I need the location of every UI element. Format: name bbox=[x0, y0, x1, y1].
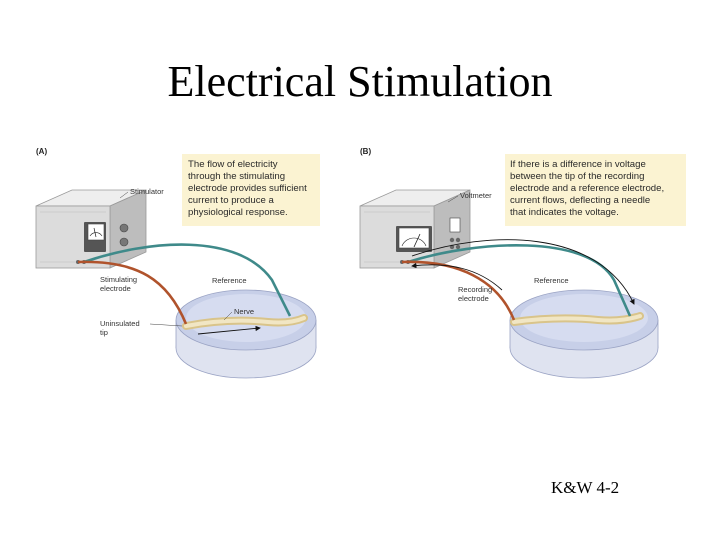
panel-a-caption-line: electrode provides sufficient bbox=[188, 183, 307, 194]
panel-b-caption-line: that indicates the voltage. bbox=[510, 207, 619, 218]
label-stimulator: Stimulator bbox=[130, 187, 164, 196]
current-arrow-b-lower bbox=[411, 262, 503, 291]
recording-wire-b bbox=[401, 260, 516, 321]
label-stimulating-electrode: Stimulating electrode bbox=[100, 275, 139, 293]
panel-b-caption: If there is a difference in voltage betw… bbox=[510, 159, 667, 218]
panel-a-caption-line: through the stimulating bbox=[188, 171, 285, 182]
panel-a-caption-line: The flow of electricity bbox=[188, 159, 278, 170]
label-recording-electrode: Recording electrode bbox=[458, 285, 494, 303]
label-line: Recording bbox=[458, 285, 492, 294]
reference-wire-b bbox=[407, 244, 632, 317]
label-line: tip bbox=[100, 328, 108, 337]
panel-a-caption: The flow of electricity through the stim… bbox=[188, 159, 309, 218]
slide-title: Electrical Stimulation bbox=[167, 57, 553, 106]
panel-b-caption-box bbox=[505, 154, 686, 226]
panel-a-caption-line: current to produce a bbox=[188, 195, 275, 206]
label-line: electrode bbox=[458, 294, 489, 303]
petri-dish-a bbox=[175, 289, 317, 379]
current-arrow-b-upper bbox=[411, 239, 635, 305]
figure: (A) The flow of electricity through the … bbox=[28, 140, 688, 390]
slide-credit: K&W 4-2 bbox=[551, 478, 620, 497]
label-voltmeter: Voltmeter bbox=[460, 191, 492, 200]
label-uninsulated-tip: Uninsulated tip bbox=[100, 319, 142, 337]
stimulator-device bbox=[35, 189, 147, 269]
label-line: Stimulating bbox=[100, 275, 137, 284]
current-arrow-a bbox=[197, 325, 261, 335]
label-line: Uninsulated bbox=[100, 319, 140, 328]
panel-b-caption-line: If there is a difference in voltage bbox=[510, 159, 646, 170]
panel-b-caption-line: current flows, deflecting a needle bbox=[510, 195, 650, 206]
label-line: electrode bbox=[100, 284, 131, 293]
panel-a-caption-line: physiological response. bbox=[188, 207, 288, 218]
label-nerve: Nerve bbox=[234, 307, 254, 316]
panel-a-caption-box bbox=[182, 154, 320, 226]
panel-a: (A) The flow of electricity through the … bbox=[35, 147, 320, 379]
petri-dish-b bbox=[509, 289, 659, 379]
panel-b-letter: (B) bbox=[360, 147, 371, 156]
reference-wire-a bbox=[83, 243, 292, 317]
panel-b-caption-line: electrode and a reference electrode, bbox=[510, 183, 664, 194]
stimulating-wire-a bbox=[77, 260, 188, 325]
label-reference-b: Reference bbox=[534, 276, 569, 285]
voltmeter-device bbox=[359, 189, 471, 269]
label-reference-a: Reference bbox=[212, 276, 247, 285]
panel-b: (B) If there is a difference in voltage … bbox=[359, 147, 686, 379]
panel-b-caption-line: between the tip of the recording bbox=[510, 171, 644, 182]
panel-a-letter: (A) bbox=[36, 147, 47, 156]
